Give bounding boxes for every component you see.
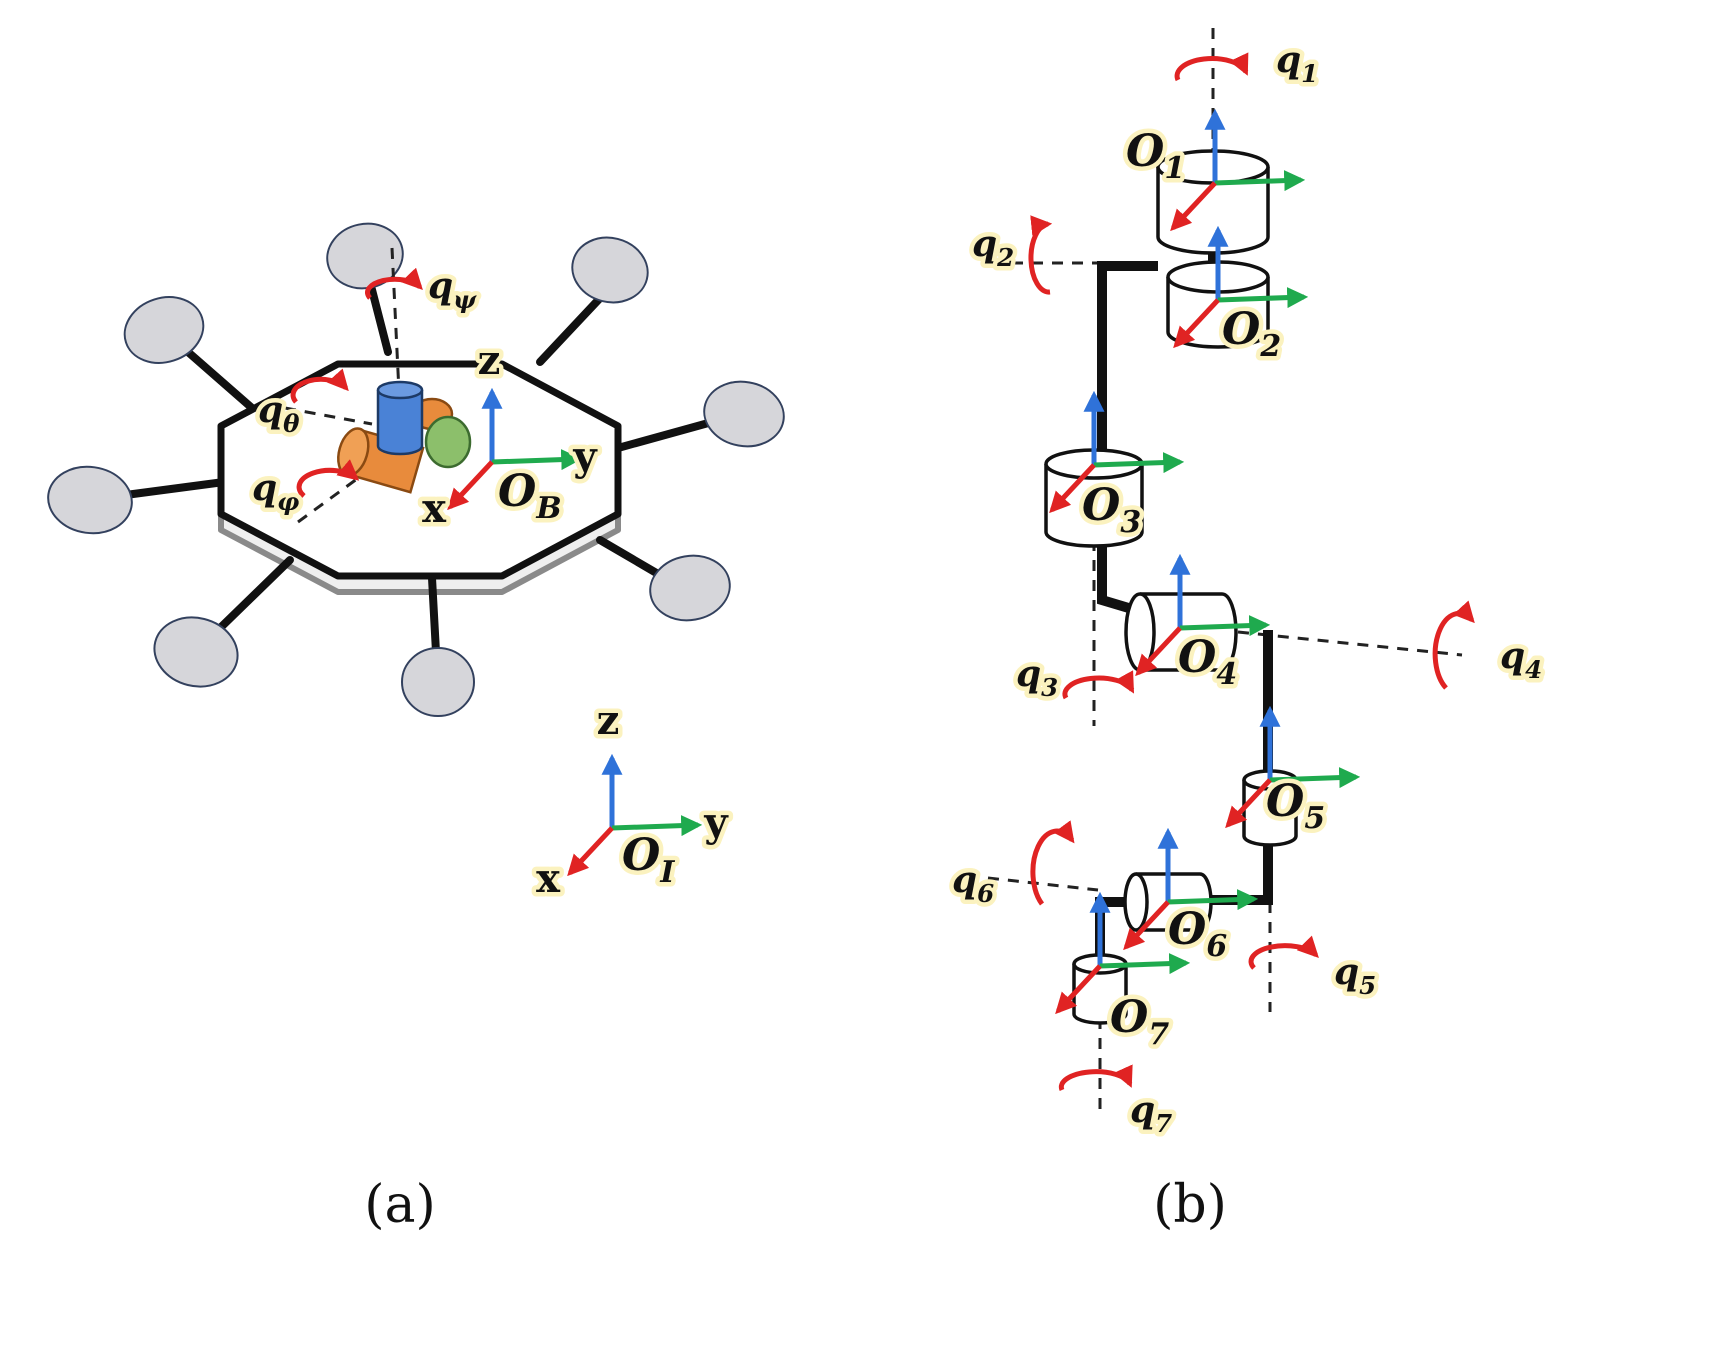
drone-arm <box>212 556 294 636</box>
frame-label-O1: O1 <box>1126 126 1185 186</box>
yaw-axis-dashed <box>390 247 401 393</box>
joint2-rotation-arrow <box>1028 215 1053 295</box>
yaw-rotation-label: qψ <box>428 265 477 314</box>
body-y-label: y <box>572 433 598 480</box>
rotor <box>703 380 785 448</box>
drone-arms <box>114 278 716 656</box>
drone-arm <box>596 536 669 582</box>
roll-rotation-arrow <box>296 459 360 498</box>
drone-rotors <box>47 222 785 717</box>
drone-arm <box>614 418 716 452</box>
frame-label-O7: O7 <box>1110 992 1169 1052</box>
roll-rotation-label: qφ <box>252 467 299 516</box>
drone-arm <box>114 478 228 500</box>
joint4-axis-dashed <box>1237 630 1463 657</box>
joint5-rotation-arrow <box>1248 935 1319 970</box>
rotation-label-q4: q4 <box>1500 635 1542 684</box>
rotor <box>153 616 239 688</box>
link-5-6 <box>1212 838 1273 905</box>
frame-label-O3: O3 <box>1082 480 1141 540</box>
joint6-rotation-arrow <box>1030 820 1075 906</box>
rotor <box>649 554 731 622</box>
joint6-axis-dashed <box>987 876 1099 892</box>
joint-3-cylinder <box>1044 448 1144 548</box>
pitch-rotation-arrow <box>290 368 349 404</box>
inertial-z-label: z <box>597 697 620 744</box>
frame-label-O4: O4 <box>1178 632 1237 692</box>
body-z-label: z <box>478 337 501 384</box>
drone-diagram: qψ qθ qφ z y x OB z y x OI <box>47 222 785 907</box>
joint3-rotation-arrow <box>1062 670 1135 700</box>
roll-axis-dashed <box>297 466 373 524</box>
inertial-x-label: x <box>536 855 561 902</box>
yaw-rotation-arrow <box>365 267 423 300</box>
rotor <box>326 222 404 290</box>
drone-arm <box>428 574 440 656</box>
joint4-rotation-arrow <box>1432 600 1475 690</box>
rotation-label-q2: q2 <box>972 223 1014 272</box>
link-2-3 <box>1097 261 1158 462</box>
payload-blue-cylinder-top <box>376 380 424 400</box>
inertial-y-label: y <box>703 799 729 846</box>
frame-label-O5: O5 <box>1266 776 1325 836</box>
caption-a: (a) <box>364 1175 436 1235</box>
drone-arm <box>184 348 256 412</box>
drone-arm <box>366 278 392 356</box>
rotor <box>123 296 205 364</box>
drone-arm <box>536 292 606 366</box>
rotation-label-q6: q6 <box>952 859 994 908</box>
pitch-axis-dashed <box>284 406 373 426</box>
rotor <box>571 236 649 304</box>
rotation-label-q3: q3 <box>1016 653 1058 702</box>
payload-green-cylinder <box>424 415 472 469</box>
frame-label-O6: O6 <box>1168 904 1227 964</box>
inertial-origin-label: OI <box>622 830 675 890</box>
rotor <box>47 465 133 535</box>
payload-blue-cylinder <box>376 390 424 456</box>
joint1-rotation-arrow <box>1174 52 1249 82</box>
joint7-rotation-arrow <box>1058 1064 1133 1092</box>
rotor <box>401 647 475 717</box>
frame-label-O2: O2 <box>1222 304 1281 364</box>
rotation-label-q5: q5 <box>1334 951 1376 1000</box>
caption-b: (b) <box>1153 1175 1227 1235</box>
joint-4-cylinder <box>1124 592 1238 672</box>
body-x-label: x <box>422 485 447 532</box>
drone-body-top-plate <box>217 360 622 580</box>
rotation-label-q7: q7 <box>1130 1089 1172 1138</box>
pitch-rotation-label: qθ <box>258 389 300 438</box>
body-origin-label: OB <box>498 466 562 526</box>
arm-diagram: O1 O2 O3 O4 O5 O6 O7 q1 q2 q3 q4 q5 q6 q… <box>948 28 1547 1143</box>
rotation-label-q1: q1 <box>1276 39 1318 88</box>
